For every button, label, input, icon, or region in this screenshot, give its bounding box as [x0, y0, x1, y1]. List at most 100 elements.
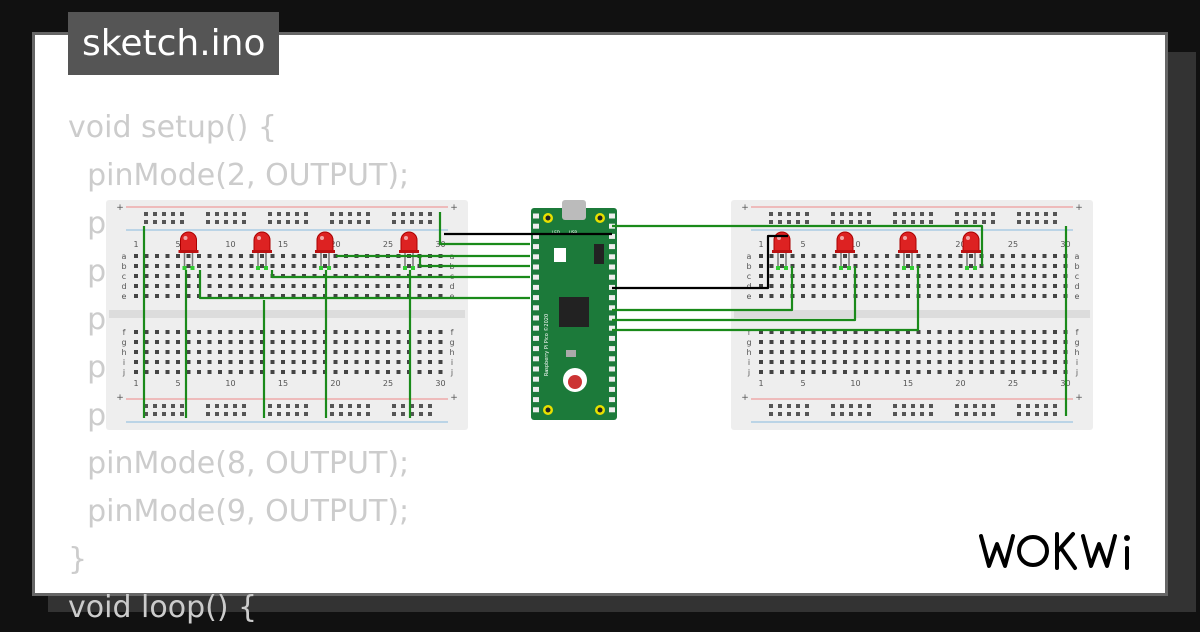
pico-pin — [609, 254, 615, 260]
breadboard-hole — [207, 370, 212, 374]
breadboard-hole — [260, 254, 264, 258]
rail-hole — [348, 212, 352, 216]
breadboard-hole — [260, 330, 264, 334]
wire — [612, 266, 857, 322]
row-label: g — [746, 338, 751, 347]
rail-hole — [849, 412, 853, 416]
breadboard-hole — [958, 274, 963, 278]
breadboard-hole — [948, 264, 952, 268]
breadboard-hole — [1021, 274, 1026, 278]
breadboard-hole — [365, 360, 369, 364]
breadboard-hole — [344, 350, 348, 354]
breadboard-hole — [218, 284, 222, 288]
breadboard-hole — [249, 360, 254, 364]
pico-pin — [609, 366, 615, 372]
rail-plus-label: + — [116, 393, 124, 403]
rail-hole — [964, 212, 968, 216]
rail-hole — [902, 220, 906, 224]
rail-hole — [1035, 412, 1039, 416]
rail-hole — [929, 412, 933, 416]
column-label: 15 — [278, 240, 288, 249]
breadboard-hole — [895, 254, 900, 258]
breadboard-hole — [176, 370, 180, 374]
pico-pin — [533, 315, 539, 321]
rail-hole — [796, 220, 800, 224]
breadboard-hole — [197, 340, 201, 344]
breadboard-hole — [302, 264, 306, 268]
rail-hole — [911, 412, 915, 416]
rail-hole — [1053, 404, 1057, 408]
breadboard-hole — [801, 254, 805, 258]
code-line: void loop() { — [68, 590, 258, 625]
breadboard-hole — [811, 284, 816, 288]
breadboard-hole — [155, 330, 159, 334]
rail-hole — [339, 412, 343, 416]
breadboard-hole — [822, 254, 826, 258]
row-label: f — [451, 328, 454, 337]
wire — [612, 234, 788, 290]
rail-hole — [778, 220, 782, 224]
breadboard-hole — [260, 370, 264, 374]
breadboard-hole — [270, 264, 275, 268]
breadboard-hole — [291, 340, 296, 344]
breadboard-hole — [354, 294, 359, 298]
rail-hole — [215, 404, 219, 408]
breadboard-hole — [291, 254, 296, 258]
pico-pin — [609, 315, 615, 321]
column-label: 1 — [133, 240, 138, 249]
breadboard-hole — [1011, 360, 1015, 364]
breadboard-hole — [874, 254, 879, 258]
rail-hole — [831, 220, 835, 224]
rail-hole — [831, 212, 835, 216]
rail-hole — [911, 212, 915, 216]
pico-pin — [609, 264, 615, 270]
breadboard-hole — [218, 264, 222, 268]
breadboard-hole — [165, 340, 170, 344]
breadboard-hole — [948, 360, 952, 364]
rail-hole — [392, 212, 396, 216]
rail-hole — [1026, 212, 1030, 216]
breadboard-hole — [228, 274, 233, 278]
breadboard-hole — [134, 350, 138, 354]
breadboard-hole — [864, 284, 868, 288]
row-label: i — [1076, 358, 1078, 367]
breadboard-hole — [864, 264, 868, 268]
rail-hole — [206, 212, 210, 216]
breadboard-hole — [239, 254, 243, 258]
breadboard-hole — [759, 274, 763, 278]
breadboard-hole — [843, 350, 847, 354]
breadboard-hole — [958, 350, 963, 354]
breadboard-hole — [218, 340, 222, 344]
breadboard-hole — [864, 340, 868, 344]
led-flange — [898, 250, 918, 253]
breadboard-hole — [260, 360, 264, 364]
rail-hole — [330, 412, 334, 416]
breadboard-hole — [1021, 264, 1026, 268]
breadboard-hole — [165, 264, 170, 268]
pico-pin — [533, 356, 539, 362]
breadboard-hole — [302, 370, 306, 374]
breadboard-hole — [1000, 274, 1005, 278]
file-tab[interactable]: sketch.ino — [68, 12, 280, 75]
rail-hole — [366, 412, 370, 416]
breadboard-hole — [386, 264, 390, 268]
breadboard-hole — [239, 294, 243, 298]
rail-hole — [1053, 212, 1057, 216]
rail-hole — [153, 212, 157, 216]
rail-hole — [911, 404, 915, 408]
breadboard-hole — [207, 264, 212, 268]
rail-hole — [171, 404, 175, 408]
breadboard-hole — [396, 340, 401, 344]
rail-hole — [339, 220, 343, 224]
rail-hole — [410, 404, 414, 408]
breadboard-hole — [176, 330, 180, 334]
breadboard-hole — [1053, 294, 1057, 298]
breadboard-hole — [864, 360, 868, 364]
column-label: 10 — [850, 379, 860, 388]
led-body — [899, 231, 917, 253]
breadboard-hole — [249, 294, 254, 298]
led-flange — [252, 250, 272, 253]
breadboard-hole — [811, 274, 816, 278]
breadboard-hole — [990, 330, 994, 334]
